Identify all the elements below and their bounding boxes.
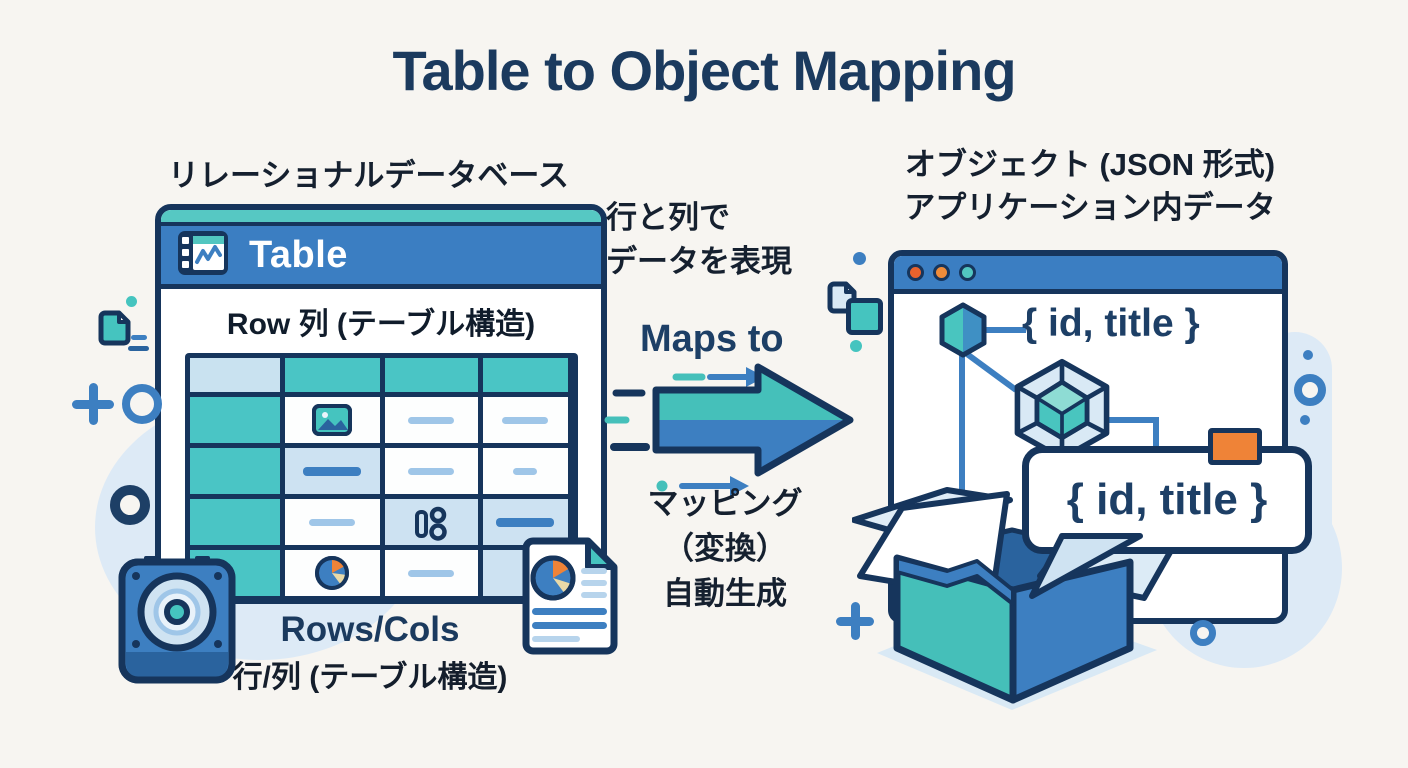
window-dot-orange [933, 264, 950, 281]
table-window-body: Row 列 (テーブル構造) [161, 299, 601, 598]
row-column-label: Row 列 (テーブル構造) [226, 308, 536, 341]
hard-disk-icon [118, 554, 236, 693]
grid-cell-icon-pie [284, 550, 380, 596]
speech-bubble-tail [1026, 532, 1150, 607]
table-grid [184, 353, 578, 598]
middle-bottom-note-line1: マッピング [647, 486, 803, 521]
deco-ring [122, 384, 162, 424]
grid-cell-icon-chart [384, 499, 478, 545]
grid-cell-dash-light [384, 448, 478, 494]
window-dot-red [907, 264, 924, 281]
grid-cell-dash-blue [284, 448, 380, 494]
deco-ring [1190, 620, 1216, 646]
object-window-titlebar [894, 256, 1282, 294]
grid-cell-none [284, 358, 380, 392]
table-window-icon [177, 230, 229, 281]
mapping-arrow [598, 356, 870, 509]
right-label-json: オブジェクト (JSON 形式) [904, 147, 1276, 182]
rows-cols-label: Rows/Cols [280, 610, 460, 649]
middle-bottom-note: マッピング （変換） 自動生成 [618, 482, 832, 617]
right-label-appdata: アプリケーション内データ [904, 189, 1276, 225]
middle-top-note-line2: データを表現 [606, 244, 792, 280]
grid-cell-dash-light [384, 550, 478, 596]
deco-dot-teal [850, 340, 862, 352]
page-title: Table to Object Mapping [392, 39, 1016, 102]
table-window: Table Row 列 (テーブル構造) [155, 204, 607, 604]
bubble-text: { id, title } [1066, 475, 1268, 524]
object-fields-text: { id, title } [1022, 302, 1200, 345]
deco-square-teal [846, 298, 883, 335]
grid-cell-none [384, 358, 478, 392]
deco-ring [1294, 374, 1326, 406]
middle-bottom-note-line2: （変換） [663, 530, 787, 566]
deco-plus-icon [836, 602, 874, 640]
deco-ring-navy [110, 485, 150, 525]
table-window-header: Table [161, 226, 601, 289]
table-window-title: Table [249, 233, 348, 276]
grid-cell-dash-light [284, 499, 380, 545]
grid-cell-dash-light [482, 397, 568, 443]
grid-cell-icon-image [284, 397, 380, 443]
rows-cols-label-jp: 行/列 (テーブル構造) [232, 661, 508, 694]
deco-dot-teal [126, 296, 137, 307]
grid-cell-dash-light [384, 397, 478, 443]
deco-dash [128, 346, 149, 351]
table-window-top-strip [161, 210, 601, 226]
deco-dot-blue [1303, 350, 1313, 360]
maps-to-label: Maps to [640, 318, 784, 360]
grid-cell-none [189, 448, 280, 494]
grid-cell-none [189, 397, 280, 443]
grid-cell-none [189, 499, 280, 545]
orange-tag [1208, 428, 1262, 465]
report-document-icon [517, 536, 621, 663]
deco-plus-icon [72, 383, 114, 425]
deco-dot-blue [1300, 415, 1310, 425]
grid-cell-none [482, 358, 568, 392]
file-icon-small [94, 308, 134, 353]
left-section-label: リレーショナルデータベース [168, 158, 569, 193]
grid-cell-dash-blue [482, 499, 568, 545]
deco-dash [131, 335, 147, 340]
middle-bottom-note-line3: 自動生成 [663, 575, 787, 611]
window-dot-teal [959, 264, 976, 281]
deco-dot-blue [853, 252, 866, 265]
table-caption: Rows/Cols 行/列 (テーブル構造) [205, 610, 535, 696]
grid-cell-none [189, 358, 280, 392]
grid-cell-dash-small [482, 448, 568, 494]
object-window-content: { id, title } [894, 294, 1282, 606]
hexagon-node-icon [938, 302, 988, 363]
right-section-label: オブジェクト (JSON 形式) アプリケーション内データ [870, 144, 1310, 230]
middle-top-note: 行と列で データを表現 [606, 196, 792, 284]
middle-top-note-line1: 行と列で [606, 200, 730, 235]
